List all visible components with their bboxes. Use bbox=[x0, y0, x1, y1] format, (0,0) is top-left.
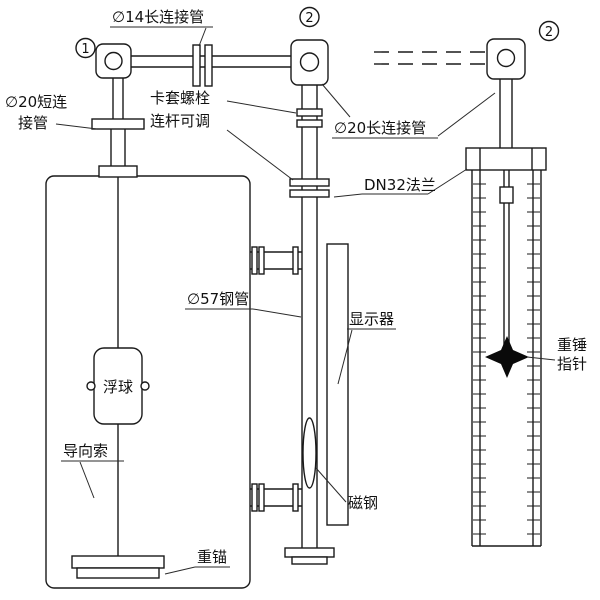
nozzle-flange-plate bbox=[292, 483, 299, 512]
gauge-pipe-57 bbox=[284, 85, 335, 565]
label-anchor: 重锚 bbox=[197, 548, 227, 566]
label-ferrule-line1: 卡套螺栓 bbox=[150, 89, 210, 107]
marker-circle bbox=[75, 37, 96, 59]
dn32-flange bbox=[465, 147, 547, 171]
marker-2-right-number: 2 bbox=[545, 25, 553, 40]
label-pipe-20-long: ∅20长连接管 bbox=[334, 119, 426, 137]
label-guide-cable: 导向索 bbox=[63, 442, 108, 460]
label-weight-line1: 重锤 bbox=[557, 336, 587, 354]
label-pipe-20-short-line2: 接管 bbox=[18, 114, 48, 132]
horizontal-pipe-14 bbox=[131, 44, 291, 87]
marker-circle bbox=[538, 20, 560, 42]
nozzle-top bbox=[250, 246, 302, 275]
pipe-upper-flange bbox=[289, 178, 330, 187]
anchor-weight bbox=[71, 555, 165, 569]
ferrule-coupling bbox=[296, 119, 323, 128]
marker-2-right: 2 bbox=[538, 20, 560, 42]
ferrule-coupling bbox=[296, 108, 323, 117]
marker-circle bbox=[299, 6, 320, 28]
fitting-eye bbox=[104, 51, 123, 71]
fitting-eye bbox=[299, 52, 320, 72]
float-knob bbox=[86, 381, 96, 391]
label-pipe-20-short-line1: ∅20短连 bbox=[5, 93, 67, 111]
anchor-weight bbox=[76, 567, 160, 579]
right-down-pipe bbox=[499, 79, 513, 148]
marker-1: 1 bbox=[75, 37, 96, 59]
scale-ticks-left bbox=[473, 183, 486, 535]
pipe-upper-flange bbox=[289, 189, 330, 198]
label-dn32-flange: DN32法兰 bbox=[364, 176, 436, 194]
float-assembly bbox=[71, 177, 165, 579]
label-display: 显示器 bbox=[349, 310, 394, 328]
leader-lines bbox=[55, 26, 556, 575]
nozzle-flange-plate bbox=[292, 246, 299, 275]
tank-nozzle-plate bbox=[98, 165, 138, 178]
scale-tube bbox=[471, 170, 542, 547]
tank-top-fitting bbox=[91, 77, 145, 178]
scale-ticks-right bbox=[527, 183, 540, 535]
nozzle-flange-plate bbox=[258, 483, 265, 512]
nozzle-bottom bbox=[250, 483, 302, 512]
tank bbox=[45, 175, 251, 589]
nozzle-flange-plate bbox=[251, 483, 258, 512]
right-assembly bbox=[374, 38, 547, 547]
label-float-ball: 浮球 bbox=[103, 378, 133, 396]
display-strip bbox=[326, 243, 349, 526]
rod-stopper bbox=[499, 186, 514, 204]
tank-body bbox=[45, 175, 251, 589]
marker-2-middle: 2 bbox=[299, 6, 320, 28]
pipe-flange-plate bbox=[192, 44, 201, 87]
middle-corner-fitting bbox=[290, 39, 329, 86]
label-pipe-14-long: ∅14长连接管 bbox=[112, 8, 204, 26]
fitting-eye bbox=[496, 48, 516, 68]
float-knob bbox=[140, 381, 150, 391]
weight-pointer bbox=[485, 336, 529, 378]
nozzle-flange-plate bbox=[251, 246, 258, 275]
left-corner-fitting bbox=[95, 43, 132, 79]
tank-top-flange bbox=[91, 118, 145, 130]
label-weight-line2: 指针 bbox=[557, 355, 587, 373]
marker-2-middle-number: 2 bbox=[305, 11, 313, 26]
pipe-bottom-flange bbox=[291, 556, 328, 565]
magnet-capsule bbox=[302, 417, 317, 489]
pipe-bottom-flange bbox=[284, 547, 335, 558]
pipe-flange-plate bbox=[204, 44, 213, 87]
dn32-flange-detail bbox=[479, 148, 533, 170]
nozzle-flange-plate bbox=[258, 246, 265, 275]
label-magnet: 磁钢 bbox=[348, 494, 378, 512]
label-steel-pipe-57: ∅57钢管 bbox=[187, 290, 249, 308]
marker-1-number: 1 bbox=[81, 42, 89, 57]
label-ferrule-line2: 连杆可调 bbox=[150, 112, 210, 130]
